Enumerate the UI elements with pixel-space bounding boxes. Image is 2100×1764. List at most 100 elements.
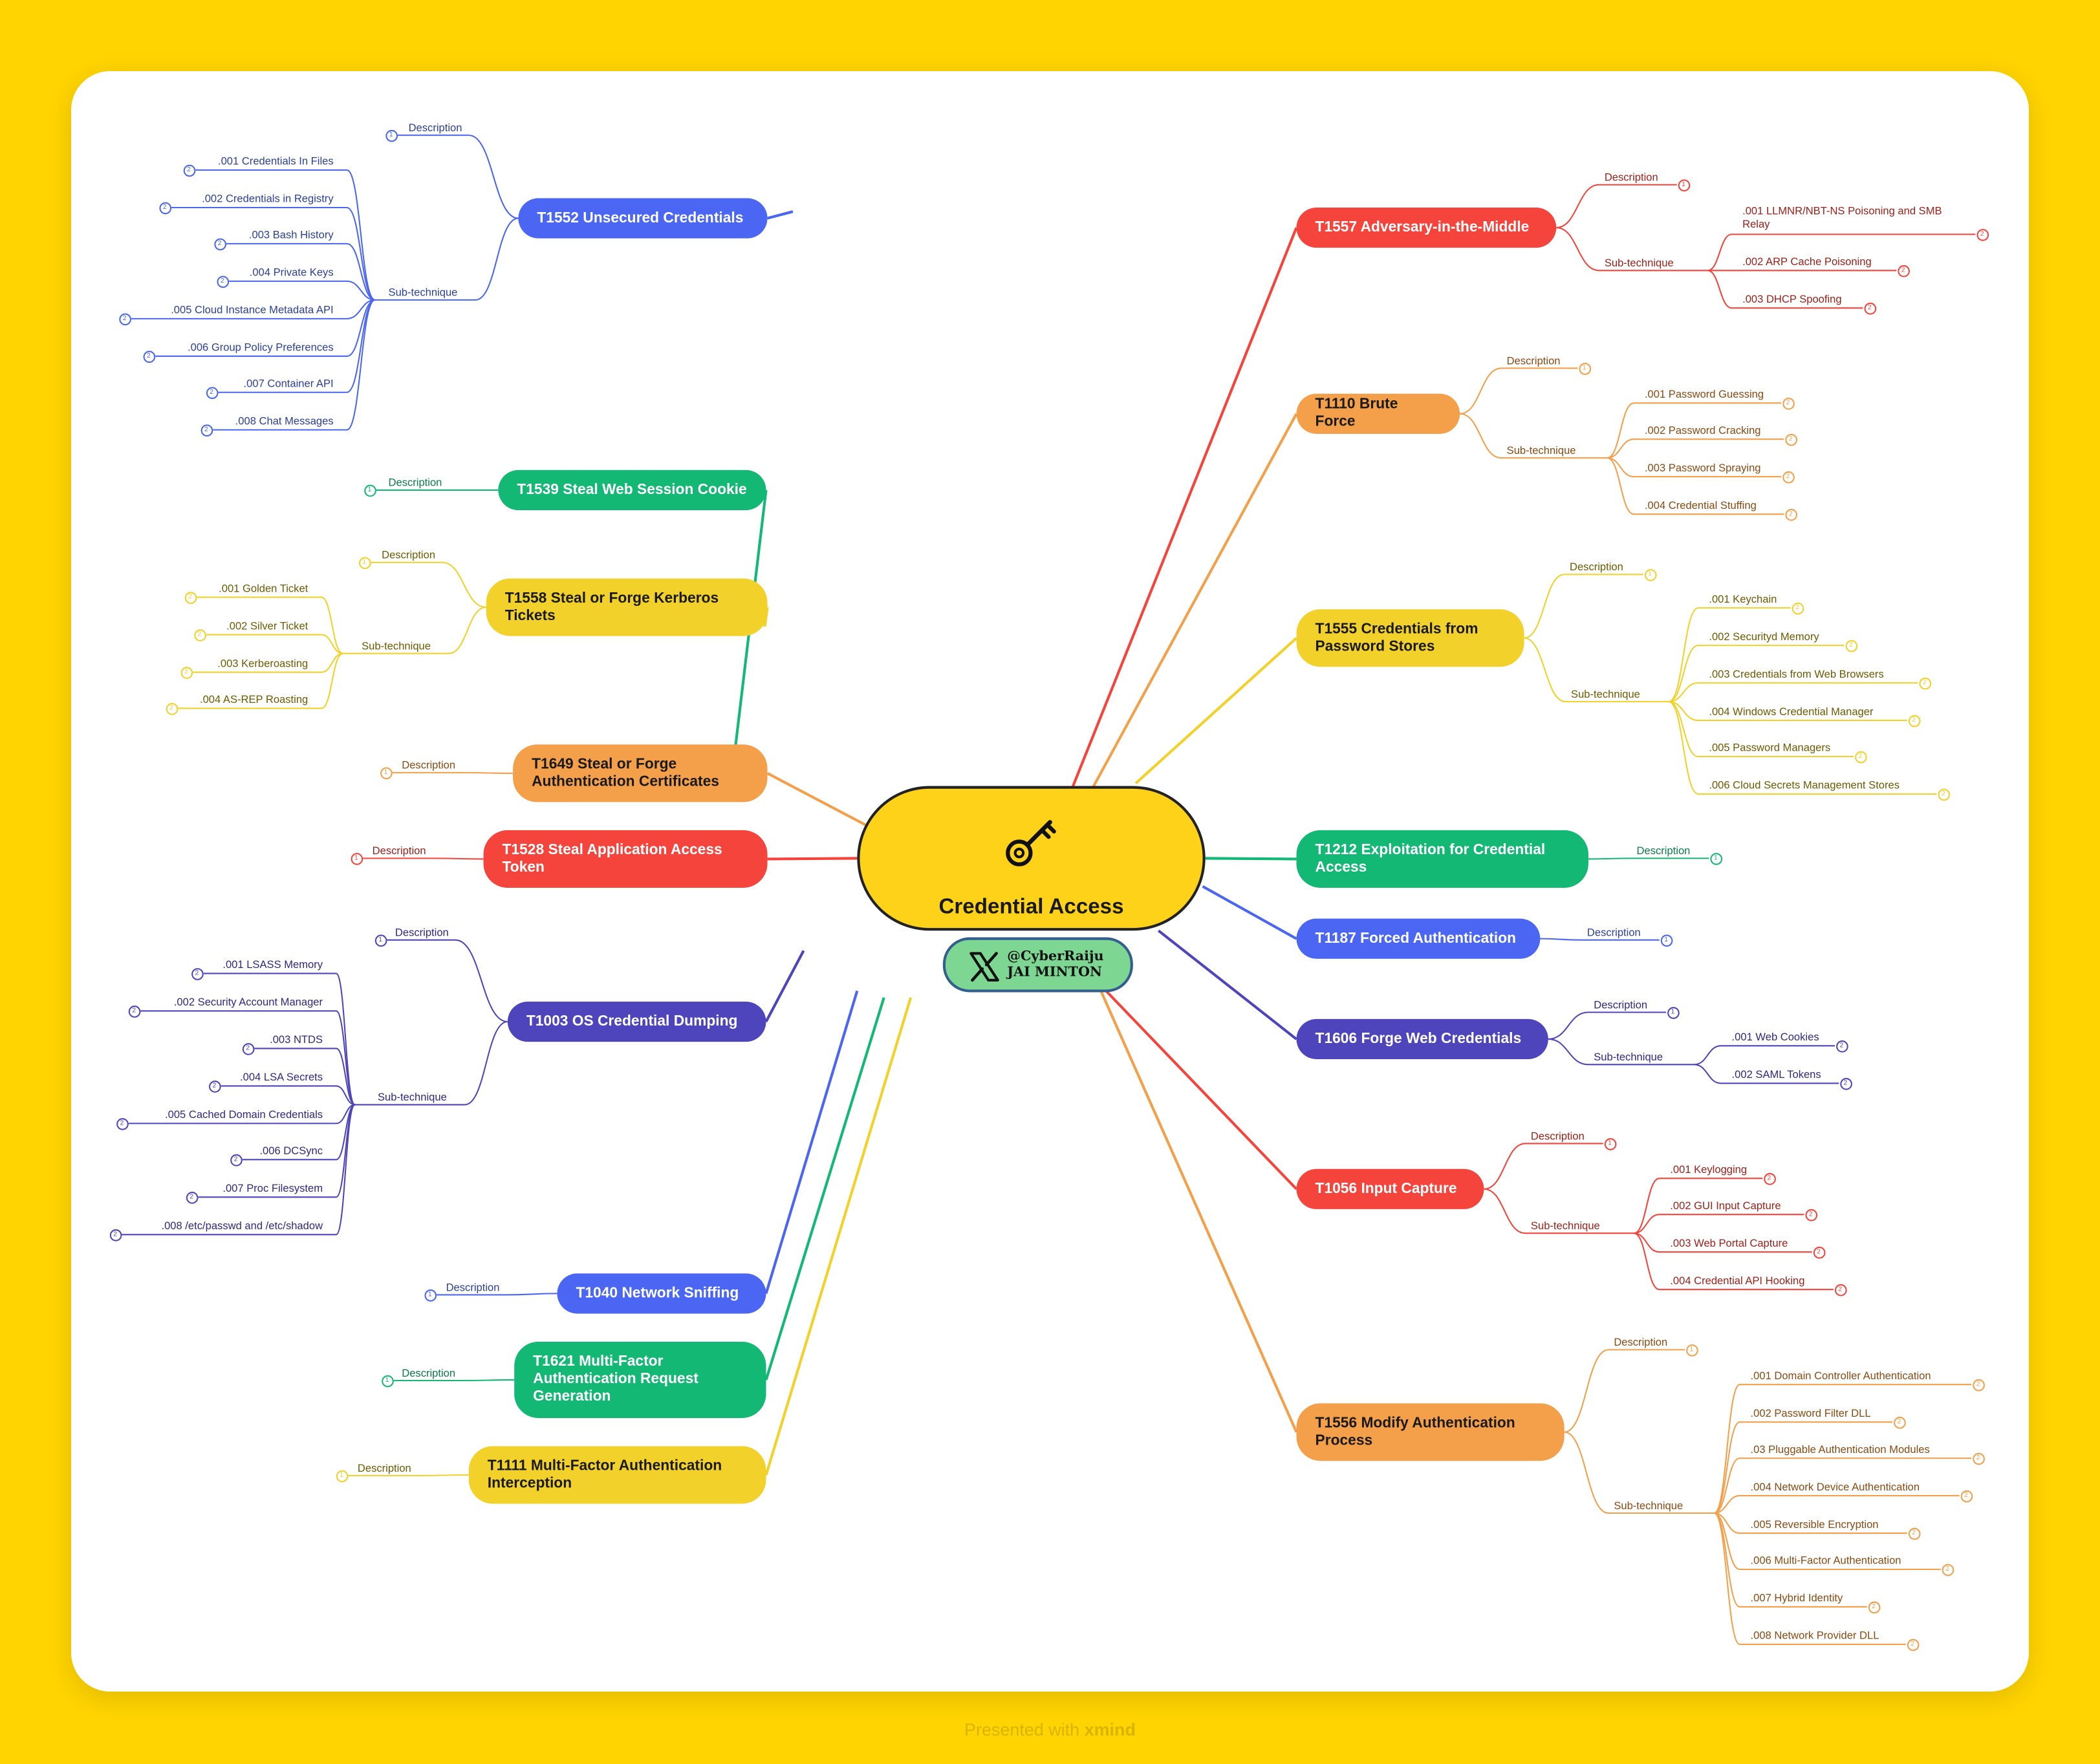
subtechnique-item[interactable]: .003 Bash History <box>248 229 334 241</box>
subtechnique-item[interactable]: .002 Credentials in Registry <box>202 193 334 205</box>
description-label[interactable]: Description <box>402 1367 456 1379</box>
subtechnique-item[interactable]: .03 Pluggable Authentication Modules <box>1750 1443 1930 1456</box>
subtechnique-item[interactable]: .004 Credential API Hooking <box>1670 1275 1805 1287</box>
topic-t1056[interactable]: T1056 Input Capture <box>1296 1168 1484 1209</box>
description-label[interactable]: Description <box>1636 844 1691 857</box>
subtechnique-item[interactable]: .001 Keychain <box>1709 593 1777 606</box>
subtechnique-item[interactable]: .004 AS-REP Roasting <box>199 693 309 706</box>
subtechnique-item[interactable]: .001 LSASS Memory <box>222 958 323 971</box>
topic-t1552[interactable]: T1552 Unsecured Credentials <box>518 198 768 239</box>
description-label[interactable]: Description <box>1614 1336 1668 1349</box>
description-label[interactable]: Description <box>1594 998 1648 1011</box>
subtechnique-item[interactable]: .001 Web Cookies <box>1731 1031 1819 1044</box>
description-label[interactable]: Description <box>388 477 442 489</box>
subtechnique-item[interactable]: .002 Security Account Manager <box>173 996 323 1009</box>
subtechnique-item[interactable]: .001 Domain Controller Authentication <box>1750 1370 1931 1382</box>
subtechnique-label[interactable]: Sub-technique <box>1614 1500 1683 1512</box>
subtechnique-label[interactable]: Sub-technique <box>377 1091 447 1104</box>
description-label[interactable]: Description <box>372 844 426 857</box>
item-line <box>1668 645 1845 703</box>
subtechnique-item[interactable]: .001 Golden Ticket <box>219 582 309 595</box>
subtechnique-item[interactable]: .001 Credentials In Files <box>217 155 334 167</box>
topic-t1556[interactable]: T1556 Modify Authentication Process <box>1296 1403 1564 1461</box>
subtechnique-item[interactable]: .008 Network Provider DLL <box>1750 1630 1879 1642</box>
item-badge: 2 <box>1845 639 1857 652</box>
subtechnique-item[interactable]: .004 Network Device Authentication <box>1750 1481 1920 1493</box>
subtechnique-item[interactable]: .003 Credentials from Web Browsers <box>1709 668 1884 680</box>
topic-t1111[interactable]: T1111 Multi-Factor Authentication Interc… <box>468 1446 766 1504</box>
description-label[interactable]: Description <box>395 926 449 939</box>
subtechnique-item[interactable]: .007 Hybrid Identity <box>1750 1592 1843 1604</box>
subtechnique-item[interactable]: .003 NTDS <box>270 1033 323 1046</box>
author-badge[interactable] <box>942 937 1133 993</box>
description-label[interactable]: Description <box>1586 926 1641 939</box>
subtechnique-item[interactable]: .002 Password Filter DLL <box>1750 1407 1871 1420</box>
subtechnique-item[interactable]: .002 Password Cracking <box>1644 424 1761 437</box>
subtechnique-item[interactable]: .007 Proc Filesystem <box>222 1182 323 1195</box>
subtechnique-item[interactable]: .004 LSA Secrets <box>240 1071 323 1084</box>
subtechnique-label[interactable]: Sub-technique <box>1604 257 1674 270</box>
subtechnique-item[interactable]: .006 Cloud Secrets Management Stores <box>1709 779 1900 791</box>
topic-t1557[interactable]: T1557 Adversary-in-the-Middle <box>1296 207 1557 248</box>
subtechnique-label[interactable]: Sub-technique <box>388 286 458 299</box>
description-line <box>1588 857 1709 860</box>
subtechnique-item[interactable]: .002 GUI Input Capture <box>1670 1199 1781 1212</box>
topic-t1040[interactable]: T1040 Network Sniffing <box>557 1273 766 1314</box>
footer-brand: xmind <box>1084 1719 1136 1739</box>
item-badge: 2 <box>1893 1415 1905 1428</box>
subtechnique-label[interactable]: Sub-technique <box>1530 1220 1600 1232</box>
subtechnique-item[interactable]: .005 Cloud Instance Metadata API <box>171 304 334 316</box>
topic-t1528[interactable]: T1528 Steal Application Access Token <box>483 830 768 888</box>
description-label[interactable]: Description <box>1530 1130 1585 1143</box>
subtechnique-item[interactable]: .002 Securityd Memory <box>1709 630 1819 643</box>
subtechnique-item[interactable]: .002 ARP Cache Poisoning <box>1742 255 1872 268</box>
topic-t1621[interactable]: T1621 Multi-Factor Authentication Reques… <box>514 1341 766 1418</box>
topic-t1558[interactable]: T1558 Steal or Forge Kerberos Tickets <box>486 578 768 636</box>
description-label[interactable]: Description <box>1604 171 1658 184</box>
description-label[interactable]: Description <box>382 549 436 561</box>
subtechnique-item[interactable]: .003 Password Spraying <box>1644 462 1761 475</box>
description-label[interactable]: Description <box>1506 354 1561 367</box>
item-badge: 2 <box>185 1190 198 1203</box>
subtechnique-item[interactable]: .003 Web Portal Capture <box>1670 1237 1788 1250</box>
description-label[interactable]: Description <box>357 1462 411 1474</box>
branch-line <box>767 857 858 861</box>
topic-t1555[interactable]: T1555 Credentials from Password Stores <box>1296 609 1524 667</box>
subtechnique-item[interactable]: .001 Keylogging <box>1670 1163 1748 1176</box>
subtechnique-item[interactable]: .003 DHCP Spoofing <box>1742 293 1842 306</box>
subtechnique-item[interactable]: .003 Kerberoasting <box>217 657 309 670</box>
description-label[interactable]: Description <box>446 1281 500 1294</box>
subtechnique-item[interactable]: .006 Group Policy Preferences <box>188 341 334 354</box>
description-label[interactable]: Description <box>402 759 456 771</box>
subtechnique-item[interactable]: .008 /etc/passwd and /etc/shadow <box>161 1220 323 1232</box>
subtechnique-item[interactable]: .001 Password Guessing <box>1644 388 1764 401</box>
topic-t1649[interactable]: T1649 Steal or Forge Authentication Cert… <box>513 744 768 802</box>
subtechnique-item[interactable]: .007 Container API <box>243 377 334 390</box>
description-label[interactable]: Description <box>408 122 462 134</box>
subtechnique-item[interactable]: .002 SAML Tokens <box>1731 1068 1821 1081</box>
subtechnique-item[interactable]: .004 Credential Stuffing <box>1644 499 1757 512</box>
subtechnique-item[interactable]: .004 Private Keys <box>249 266 334 279</box>
subtechnique-label[interactable]: Sub-technique <box>1571 688 1640 701</box>
subtechnique-label[interactable]: Sub-technique <box>362 640 431 652</box>
topic-t1539[interactable]: T1539 Steal Web Session Cookie <box>498 469 766 510</box>
subtechnique-item[interactable]: .005 Password Managers <box>1709 742 1831 754</box>
subtechnique-label[interactable]: Sub-technique <box>1506 444 1576 457</box>
subtechnique-label[interactable]: Sub-technique <box>1594 1051 1663 1064</box>
item-line <box>254 1048 356 1106</box>
subtechnique-item[interactable]: .008 Chat Messages <box>235 414 334 427</box>
subtechnique-item[interactable]: .006 DCSync <box>259 1145 323 1157</box>
topic-t1110[interactable]: T1110 Brute Force <box>1296 393 1460 434</box>
topic-t1187[interactable]: T1187 Forced Authentication <box>1296 918 1541 959</box>
subtechnique-item[interactable]: .002 Silver Ticket <box>226 619 309 632</box>
description-label[interactable]: Description <box>1569 561 1623 574</box>
topic-t1003[interactable]: T1003 OS Credential Dumping <box>507 1001 766 1042</box>
subtechnique-item[interactable]: .004 Windows Credential Manager <box>1709 705 1874 718</box>
topic-t1606[interactable]: T1606 Forge Web Credentials <box>1296 1018 1548 1060</box>
topic-t1212[interactable]: T1212 Exploitation for Credential Access <box>1296 830 1588 888</box>
subtechnique-item[interactable]: .005 Cached Domain Credentials <box>165 1108 323 1121</box>
subtechnique-item[interactable]: .001 LLMNR/NBT-NS Poisoning and SMB Rela… <box>1742 204 1942 231</box>
subtechnique-item[interactable]: .006 Multi-Factor Authentication <box>1750 1554 1901 1567</box>
subtechnique-item[interactable]: .005 Reversible Encryption <box>1750 1518 1879 1531</box>
